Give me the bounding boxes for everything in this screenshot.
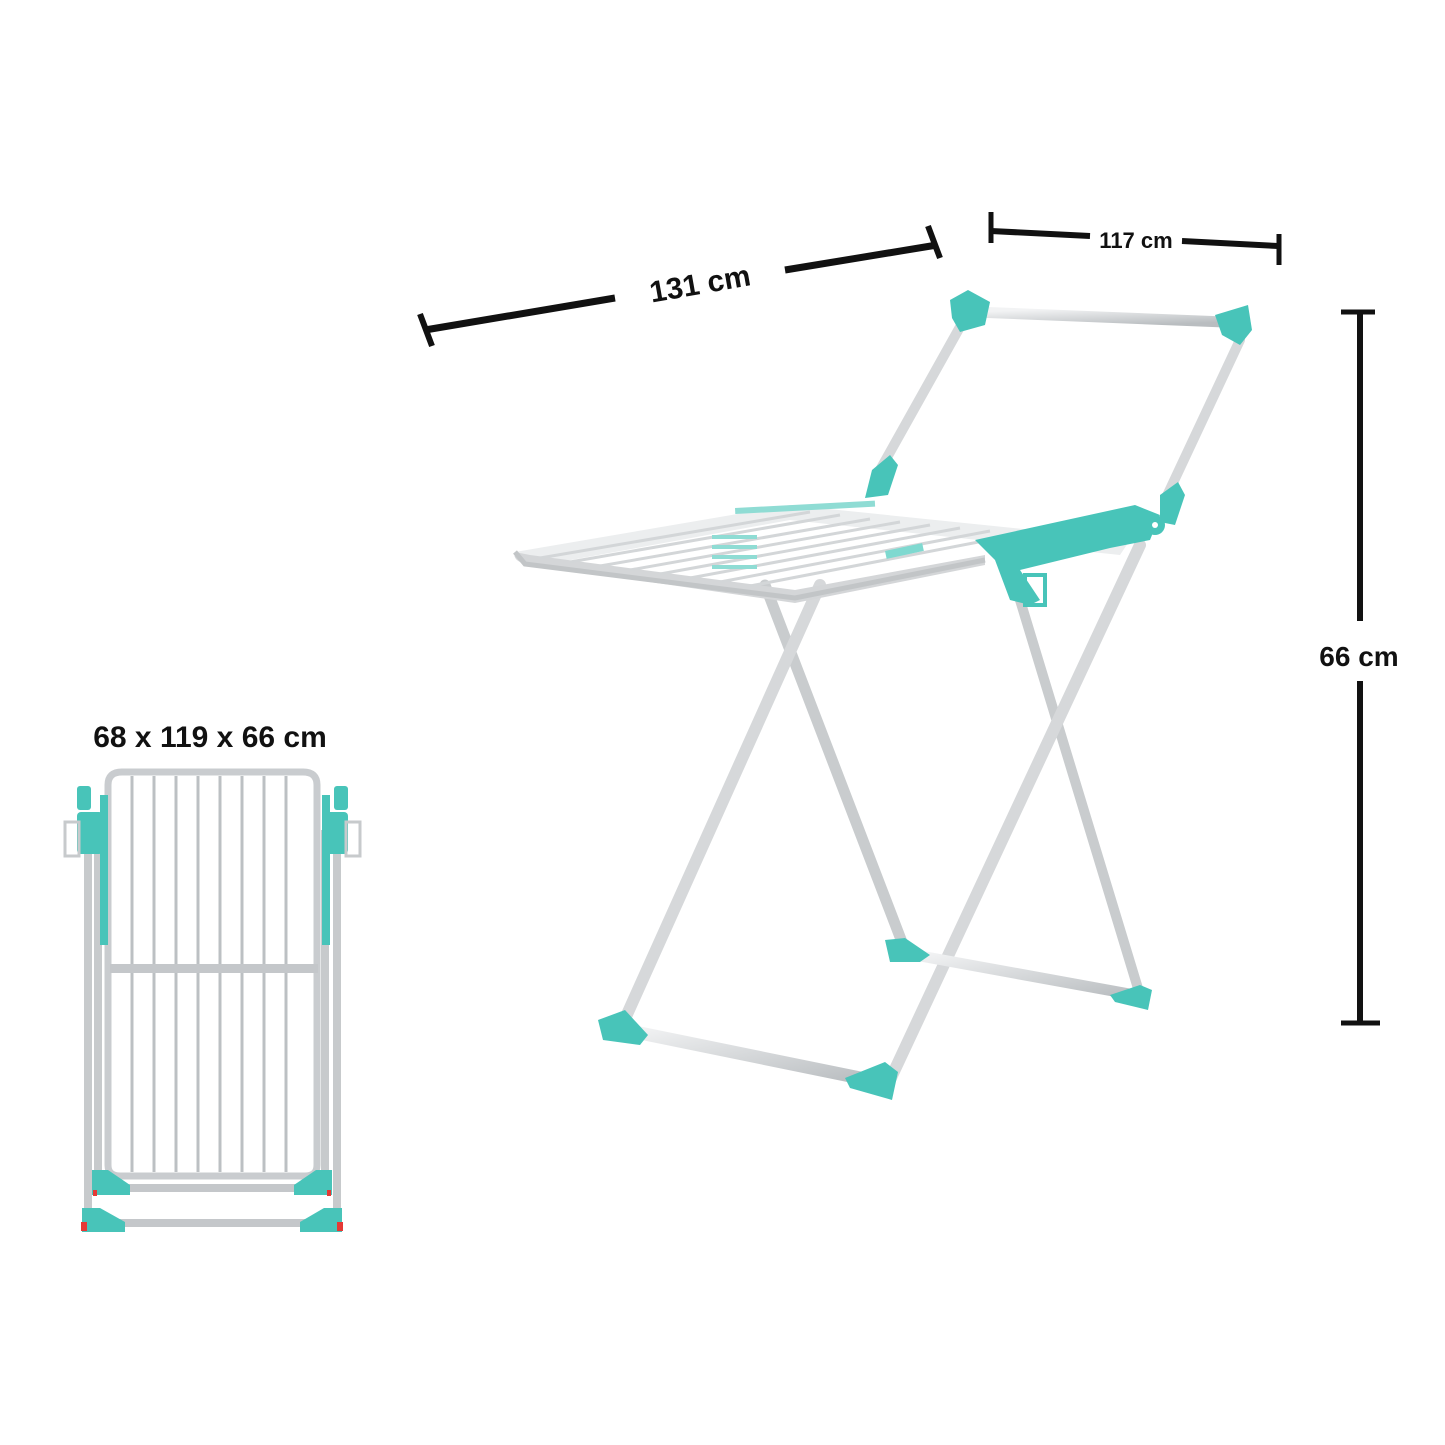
folded-rack-view: 68 x 119 x 66 cm <box>63 721 362 1232</box>
rack-wing <box>865 290 1252 525</box>
rack-feet <box>598 938 1152 1100</box>
dimension-length: 131 cm <box>417 224 943 348</box>
rack-legs <box>614 539 1146 1087</box>
folded-dimensions-label: 68 x 119 x 66 cm <box>93 721 327 754</box>
rack-deck <box>513 500 1165 607</box>
width-label: 117 cm <box>1099 228 1172 253</box>
length-label: 131 cm <box>647 259 753 309</box>
height-label: 66 cm <box>1319 641 1398 672</box>
open-rack-view <box>513 290 1252 1100</box>
dimension-width: 117 cm <box>988 212 1282 265</box>
dimension-height: 66 cm <box>1319 309 1399 1026</box>
